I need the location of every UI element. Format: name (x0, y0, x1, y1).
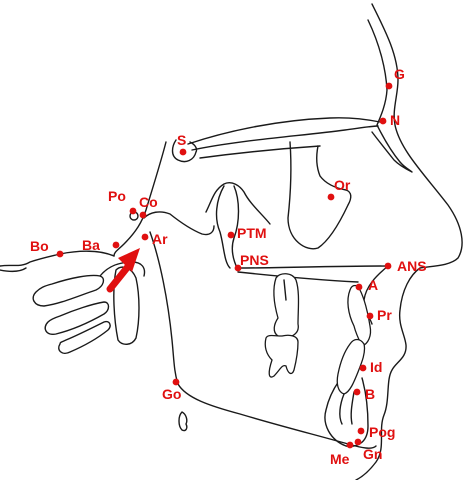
lower-incisor (336, 338, 366, 395)
arrow-head (118, 248, 140, 272)
landmark-point-g (385, 82, 393, 90)
landmark-point-bo (56, 250, 64, 258)
landmark-point-n (379, 117, 387, 125)
palatal-plane (237, 265, 389, 269)
landmark-label-a: A (368, 277, 378, 293)
lower-incisor-root (339, 391, 355, 425)
pterygomaxillary-fissure (215, 185, 240, 271)
landmark-label-g: G (394, 66, 405, 82)
cranial-floor-lower (199, 145, 321, 159)
landmark-label-s: S (177, 132, 186, 148)
landmark-point-b (353, 388, 361, 396)
landmark-label-pog: Pog (369, 424, 395, 440)
landmark-label-n: N (390, 112, 400, 128)
anterior-cranial-base (187, 117, 381, 145)
landmark-label-ba: Ba (82, 237, 100, 253)
landmark-point-id (359, 364, 367, 372)
landmark-point-s (179, 148, 187, 156)
clivus (113, 141, 167, 257)
landmark-point-pns (234, 264, 242, 272)
hyoid-outline (178, 411, 188, 432)
occipital-line (0, 250, 115, 273)
landmark-label-ptm: PTM (237, 225, 267, 241)
landmark-point-ans (384, 262, 392, 270)
zygomatic-contour (205, 182, 271, 225)
landmark-point-pr (366, 312, 374, 320)
landmark-label-pns: PNS (240, 252, 269, 268)
landmark-label-po: Po (108, 188, 126, 204)
landmark-point-po (129, 207, 137, 215)
landmark-label-me: Me (330, 451, 350, 467)
soft-tissue-profile (355, 3, 463, 480)
landmark-label-pr: Pr (377, 307, 392, 323)
condyle-contour (143, 211, 215, 236)
landmark-label-go: Go (162, 386, 181, 402)
landmark-label-ar: Ar (152, 231, 168, 247)
landmark-label-or: Or (334, 177, 351, 193)
landmark-label-b: B (365, 386, 375, 402)
landmark-point-me (346, 441, 354, 449)
cranial-floor (191, 125, 379, 151)
landmark-label-ans: ANS (397, 258, 427, 274)
orbit-outline (287, 141, 352, 250)
vertebra-3 (58, 320, 111, 354)
landmark-label-co: Co (139, 194, 158, 210)
landmark-point-or (327, 193, 335, 201)
landmark-point-ba (112, 241, 120, 249)
landmark-point-go (172, 378, 180, 386)
landmark-point-co (139, 211, 147, 219)
mandibular-molar (264, 334, 299, 378)
vertebra-2 (44, 301, 110, 336)
frontal-nasal-bone (367, 19, 413, 173)
palate-lower (237, 271, 359, 283)
arrow-shaft (106, 260, 134, 293)
landmark-point-gn (354, 438, 362, 446)
landmark-point-pog (357, 427, 365, 435)
landmark-label-bo: Bo (30, 238, 49, 254)
mandibular-symphysis (324, 367, 369, 447)
landmark-label-id: Id (370, 359, 382, 375)
landmark-point-ar (141, 233, 149, 241)
vertebra-1 (32, 274, 105, 307)
landmark-point-ptm (227, 231, 235, 239)
landmark-label-gn: Gn (363, 446, 382, 462)
landmark-point-a (355, 283, 363, 291)
sella-turcica (171, 139, 198, 163)
maxillary-molar (273, 273, 300, 338)
molar-root-line (283, 279, 287, 301)
